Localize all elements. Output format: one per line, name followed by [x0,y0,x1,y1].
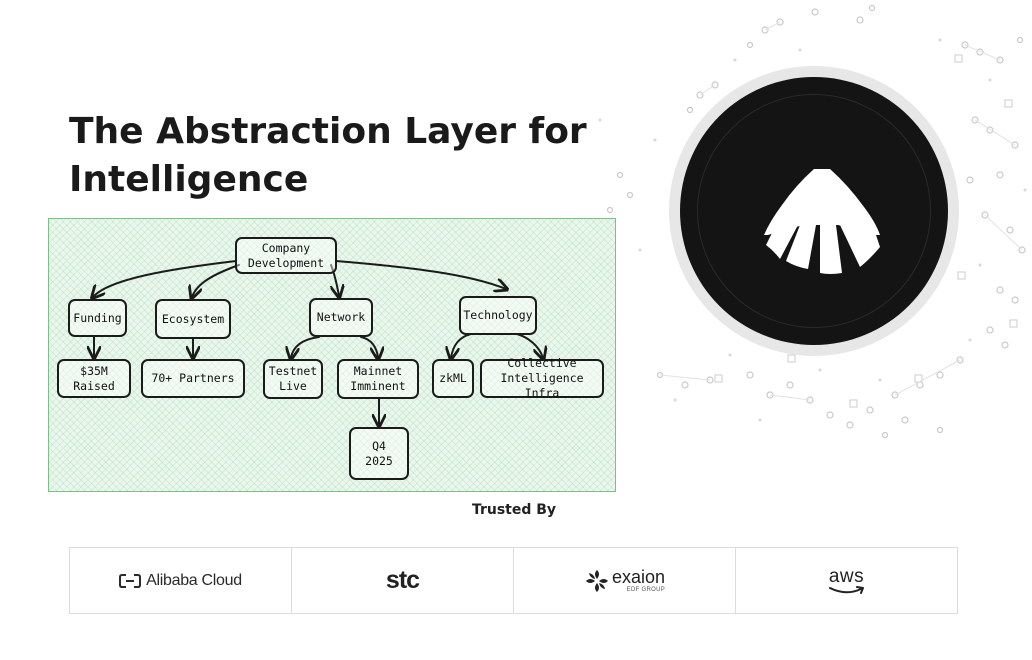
partner-logos: Alibaba Cloud stc exaion EDF GROUP [69,547,958,614]
node-technology: Technology [459,296,537,335]
brand-fan-icon [764,169,880,274]
partner-exaion: exaion EDF GROUP [514,548,736,613]
exaion-pinwheel-icon [585,569,608,592]
node-collective-intelligence-infra: Collective Intelligence Infra [480,356,604,400]
alibaba-cloud-logo: Alibaba Cloud [119,572,242,590]
network-dots-background [598,4,1027,439]
aws-text: aws [828,565,865,587]
node-70-partners: 70+ Partners [141,359,245,398]
exaion-text: exaion [611,567,666,587]
page-title-line-2: Intelligence [69,159,309,200]
brand-logo-inner [680,77,948,345]
alibaba-cloud-text: Alibaba Cloud [146,571,242,589]
alibaba-bracket-icon [119,573,142,588]
aws-logo: aws [828,567,866,595]
partner-alibaba-cloud: Alibaba Cloud [70,548,292,613]
node-mainnet-imminent: Mainnet Imminent [337,359,419,399]
edge-root-ecosystem [192,264,240,297]
node-q4-2025: Q4 2025 [349,427,409,480]
edge-tech-collective [516,333,543,358]
node-company-development: Company Development [235,237,337,274]
trusted-by-label: Trusted By [471,502,557,518]
exaion-logo: exaion EDF GROUP [584,568,665,594]
company-development-diagram: Company Development Funding Ecosystem Ne… [48,218,616,492]
stc-logo: stc [385,566,420,594]
aws-smile-icon [828,585,864,594]
brand-logo-ring [697,94,931,328]
exaion-edf-group-text: EDF GROUP [626,587,666,593]
edge-network-mainnet [360,336,378,358]
edge-tech-zkml [451,333,472,358]
page-title: The Abstraction Layer for Intelligence [69,108,589,204]
exaion-wordmark: exaion EDF GROUP [612,568,665,593]
node-ecosystem: Ecosystem [155,299,231,339]
edge-network-testnet [291,336,320,358]
edge-root-technology [335,260,506,289]
node-35m-raised: $35M Raised [57,359,131,398]
partner-stc: stc [292,548,514,613]
node-testnet-live: Testnet Live [263,359,323,399]
edge-root-funding [93,260,237,297]
node-network: Network [309,298,373,337]
page-title-line-1: The Abstraction Layer for [69,111,587,152]
brand-logo-badge [669,66,959,356]
node-zkml: zkML [432,359,474,398]
partner-aws: aws [736,548,957,613]
node-funding: Funding [68,299,127,337]
